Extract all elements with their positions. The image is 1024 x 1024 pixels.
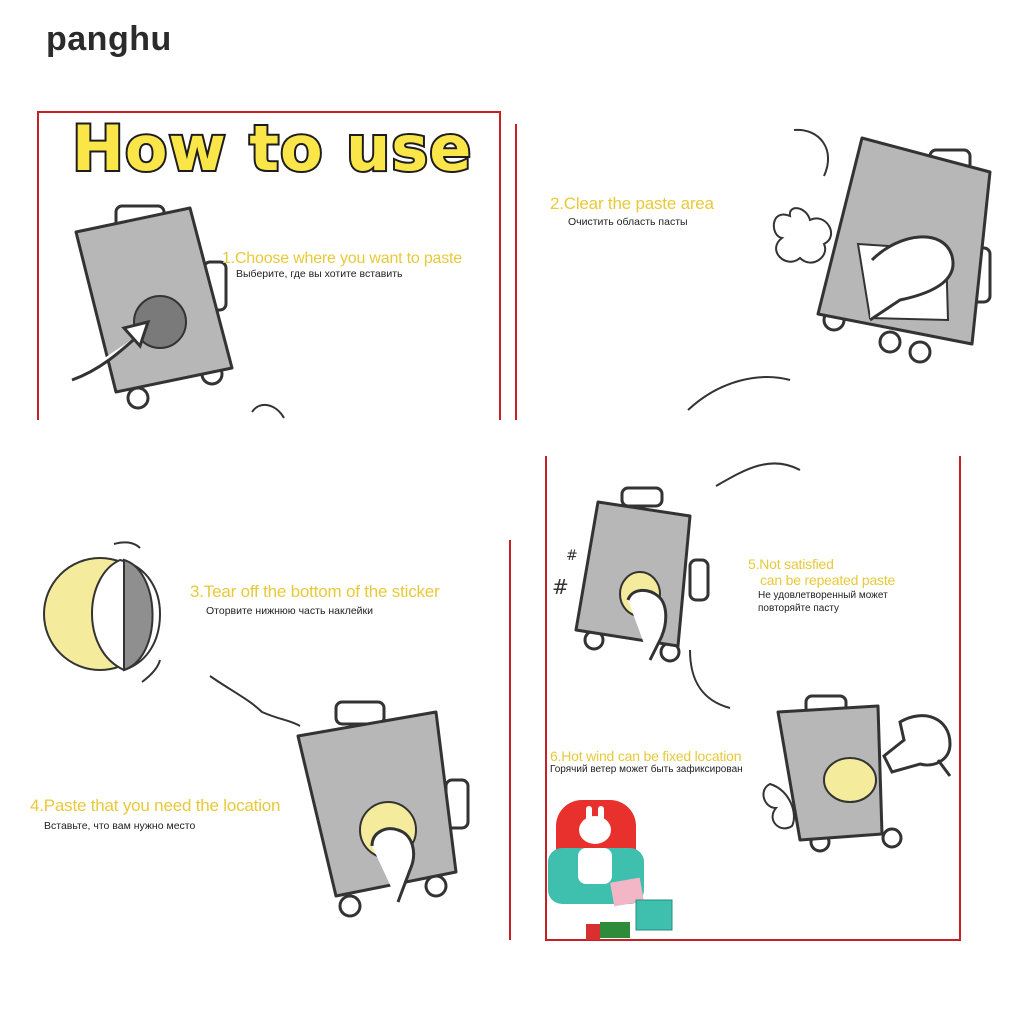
svg-text:#: # <box>552 575 569 599</box>
step-5-label-ru: Не удовлетворенный может <box>758 590 888 601</box>
panel-frames <box>37 111 961 941</box>
step-4-label-ru: Вставьте, что вам нужно место <box>44 820 196 832</box>
step-5-label-line2: can be repeated paste <box>760 572 896 588</box>
step-3-label: 3.Tear off the bottom of the sticker <box>190 582 440 601</box>
decorative-chair-icon <box>548 800 673 940</box>
suitcase-5-icon: # # <box>552 462 801 709</box>
step-6-label-ru: Горячий ветер может быть зафиксирован <box>550 764 743 775</box>
step-6-label: 6.Hot wind can be fixed location <box>550 748 742 764</box>
page-title: How to use <box>70 110 473 187</box>
step-1-label: 1.Choose where you want to paste <box>222 250 462 267</box>
brand-logo: panghu <box>46 20 172 58</box>
step-1-label-ru: Выберите, где вы хотите вставить <box>236 268 403 280</box>
step-5-label: 5.Not satisfied <box>748 556 834 572</box>
step-5-label-ru-line2: повторяйте пасту <box>758 603 840 614</box>
step-3-label-ru: Оторвите нижнюю часть наклейки <box>206 605 373 617</box>
suitcase-1-icon <box>71 204 285 419</box>
suitcase-6-icon <box>762 694 952 853</box>
step-2-label-ru: Очистить область пасты <box>568 216 688 228</box>
sticker-circle-icon <box>43 541 301 727</box>
suitcase-2-icon <box>687 128 992 411</box>
step-2-label: 2.Clear the paste area <box>550 194 714 213</box>
panel-1-frame <box>37 111 501 420</box>
step-4-label: 4.Paste that you need the location <box>30 796 281 815</box>
panel-4-frame <box>545 456 961 941</box>
svg-text:#: # <box>566 548 578 564</box>
suitcase-3-icon <box>296 700 470 918</box>
